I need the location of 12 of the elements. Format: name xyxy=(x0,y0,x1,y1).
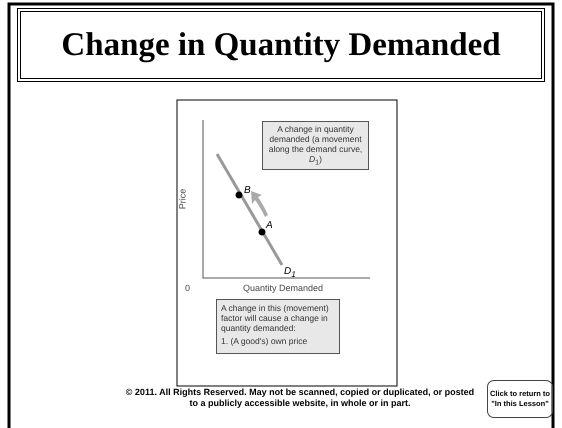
axis-label: Quantity Demanded xyxy=(243,283,324,293)
callout-text: A change in this (movement) factor will cause a change in quantity demanded: xyxy=(221,303,330,333)
point-label: B xyxy=(244,185,251,196)
copyright-notice: © 2011. All Rights Reserved. May not be scanned, copied or duplicated, or posted to a publicly accessible website, in whole or in part. xyxy=(125,387,475,409)
slide-title: Change in Quantity Demanded xyxy=(61,26,501,64)
callout-text: 1. (A good's) own price xyxy=(221,336,308,346)
axis-origin-label: 0 xyxy=(185,283,190,293)
axis-label: Price xyxy=(177,188,188,210)
curve-label: D$_{1}$ xyxy=(284,266,296,279)
callout-box: A change in quantity demanded (a movement along the demand curve, D$_{1}$) xyxy=(262,121,369,170)
callout-box xyxy=(216,299,340,354)
point-label: A xyxy=(266,220,273,231)
